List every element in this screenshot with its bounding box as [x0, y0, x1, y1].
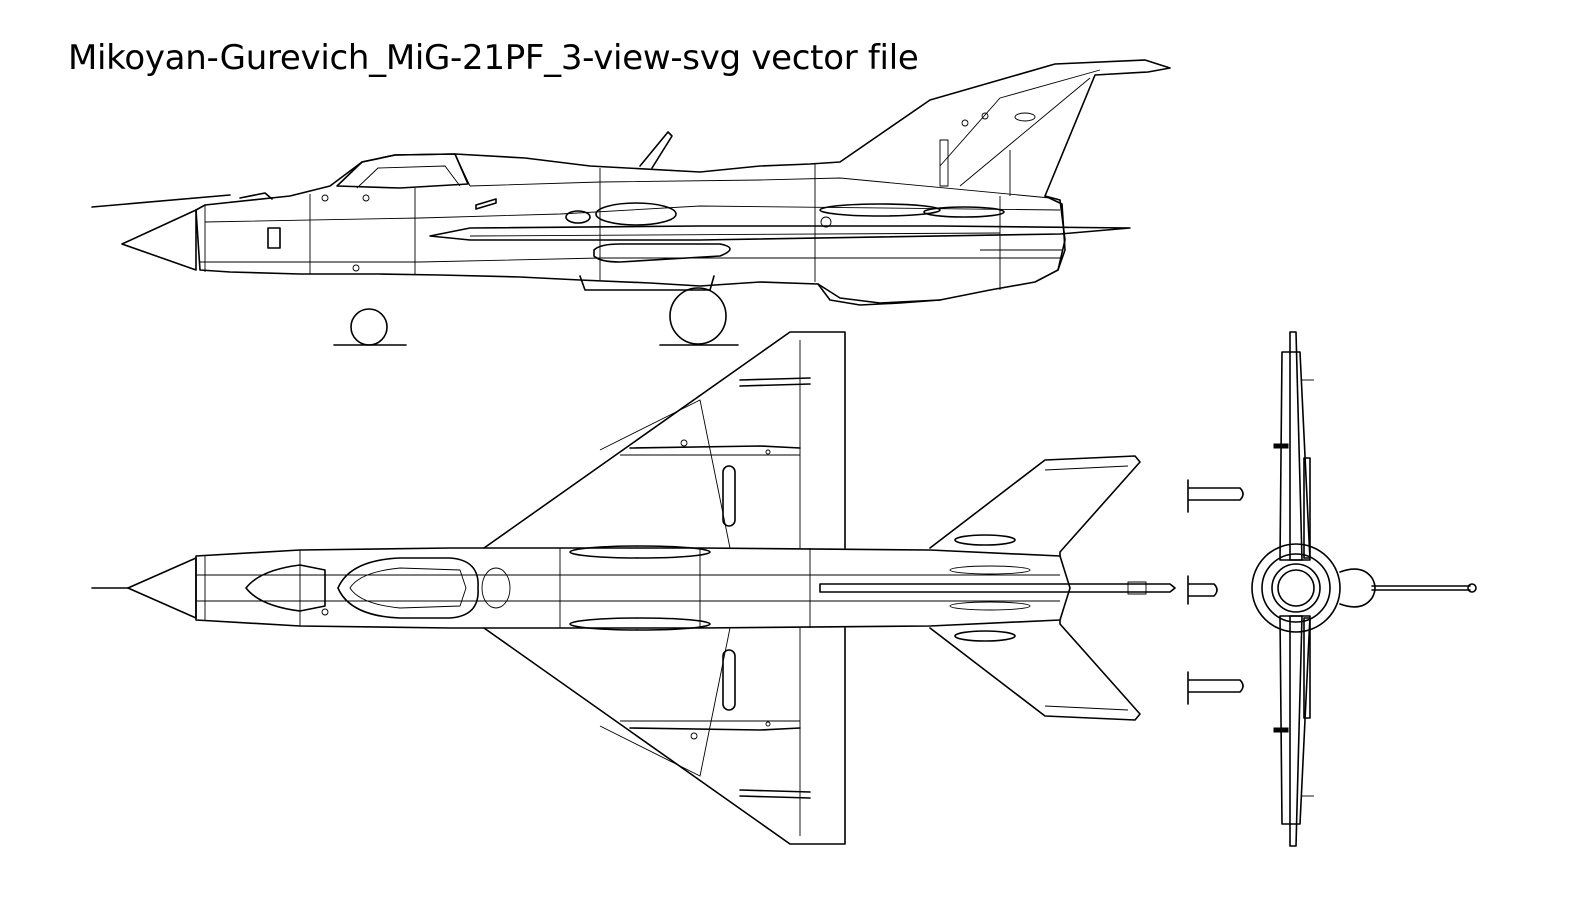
top-view — [92, 332, 1175, 844]
front-view — [1188, 332, 1476, 846]
page-title: Mikoyan-Gurevich_MiG-21PF_3-view-svg vec… — [68, 38, 919, 78]
side-view — [92, 60, 1170, 345]
